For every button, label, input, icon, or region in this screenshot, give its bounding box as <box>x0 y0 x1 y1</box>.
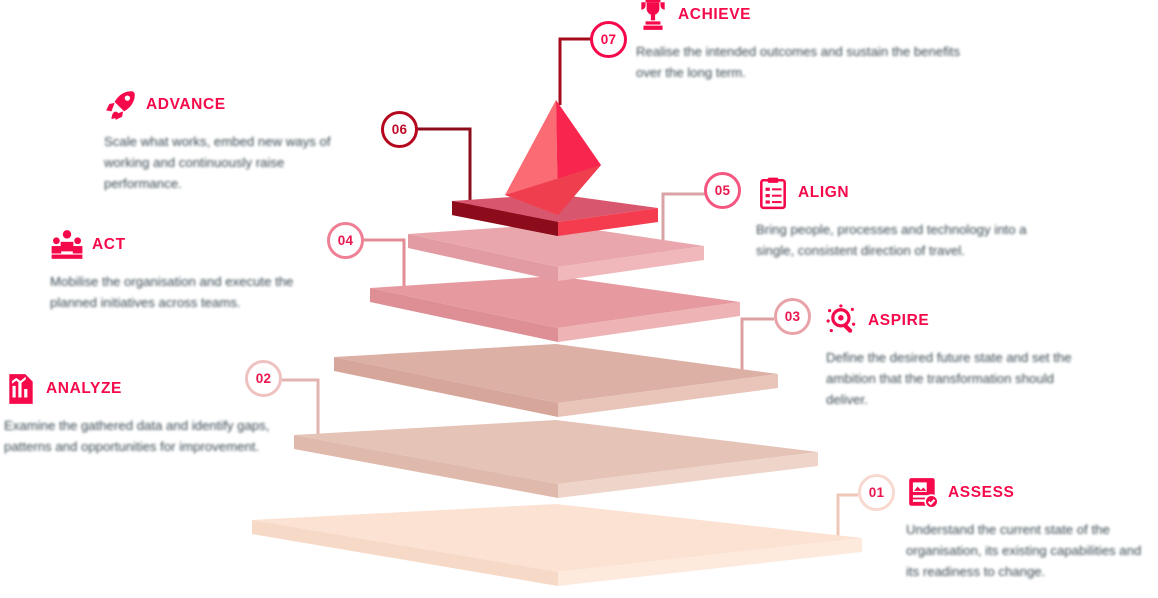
pyramid-layer-04 <box>370 276 740 342</box>
step-block-06: ADVANCE Scale what works, embed new ways… <box>104 88 354 194</box>
step-header-05: ALIGN <box>756 176 1042 210</box>
step-description-01: Understand the current state of the orga… <box>906 522 1142 579</box>
step-description-05: Bring people, processes and technology i… <box>756 222 1027 258</box>
step-header-04: ACT <box>50 228 342 262</box>
report-chart-icon <box>9 374 33 404</box>
step-description-02: Examine the gathered data and identify g… <box>4 418 270 454</box>
step-description-06: Scale what works, embed new ways of work… <box>104 134 331 191</box>
clipboard-checklist-icon <box>760 177 786 210</box>
badge-label-03: 03 <box>784 308 801 324</box>
step-title-05: ALIGN <box>798 184 850 202</box>
step-block-03: ASPIRE Define the desired future state a… <box>826 304 1096 410</box>
badge-label-06: 06 <box>391 121 408 137</box>
step-header-03: ASPIRE <box>826 304 1096 338</box>
document-image-check-icon <box>909 478 939 509</box>
step-badge-02[interactable]: 02 <box>245 360 282 397</box>
step-description-03: Define the desired future state and set … <box>826 350 1072 407</box>
step-title-04: ACT <box>92 236 126 254</box>
step-block-04: ACT Mobilise the organisation and execut… <box>50 228 342 313</box>
step-title-01: ASSESS <box>948 484 1015 502</box>
connector-01 <box>836 493 858 543</box>
pyramid-layer-05 <box>408 224 704 281</box>
magnifier-target-icon <box>826 304 856 333</box>
step-block-05: ALIGN Bring people, processes and techno… <box>756 176 1042 261</box>
step-block-01: ASSESS Understand the current state of t… <box>906 476 1158 582</box>
rocket-icon <box>106 91 135 120</box>
step-header-01: ASSESS <box>906 476 1158 510</box>
step-block-07: ACHIEVE Realise the intended outcomes an… <box>636 0 980 83</box>
step-description-04: Mobilise the organisation and execute th… <box>50 274 294 310</box>
step-badge-07[interactable]: 07 <box>590 21 627 58</box>
pyramid-layer-03 <box>334 344 778 417</box>
people-group-icon <box>51 230 83 259</box>
badge-label-04: 04 <box>337 232 354 248</box>
connector-lines <box>281 37 858 543</box>
badge-label-07: 07 <box>600 31 617 47</box>
step-description-07: Realise the intended outcomes and sustai… <box>636 44 961 80</box>
connector-04 <box>363 238 406 299</box>
step-badge-01[interactable]: 01 <box>858 474 895 511</box>
pyramid-apex-07 <box>505 100 601 215</box>
step-badge-04[interactable]: 04 <box>327 222 364 259</box>
step-title-07: ACHIEVE <box>678 6 752 24</box>
step-header-06: ADVANCE <box>104 88 354 122</box>
step-title-06: ADVANCE <box>146 96 226 114</box>
badge-label-01: 01 <box>868 484 885 500</box>
step-header-02: ANALYZE <box>4 372 272 406</box>
pyramid-layer-01 <box>252 504 862 586</box>
connector-02 <box>281 378 320 442</box>
connector-03 <box>740 317 774 372</box>
step-header-07: ACHIEVE <box>636 0 980 32</box>
badge-label-02: 02 <box>255 370 272 386</box>
step-badge-05[interactable]: 05 <box>704 172 741 209</box>
step-badge-06[interactable]: 06 <box>381 111 418 148</box>
connector-06 <box>417 127 472 208</box>
connector-05 <box>661 192 705 258</box>
trophy-icon <box>641 0 665 30</box>
pyramid-layer-02 <box>294 420 818 498</box>
step-block-02: ANALYZE Examine the gathered data and id… <box>4 372 272 457</box>
step-badge-03[interactable]: 03 <box>774 298 811 335</box>
badge-label-05: 05 <box>714 182 731 198</box>
step-title-03: ASPIRE <box>868 312 930 330</box>
step-title-02: ANALYZE <box>46 380 122 398</box>
